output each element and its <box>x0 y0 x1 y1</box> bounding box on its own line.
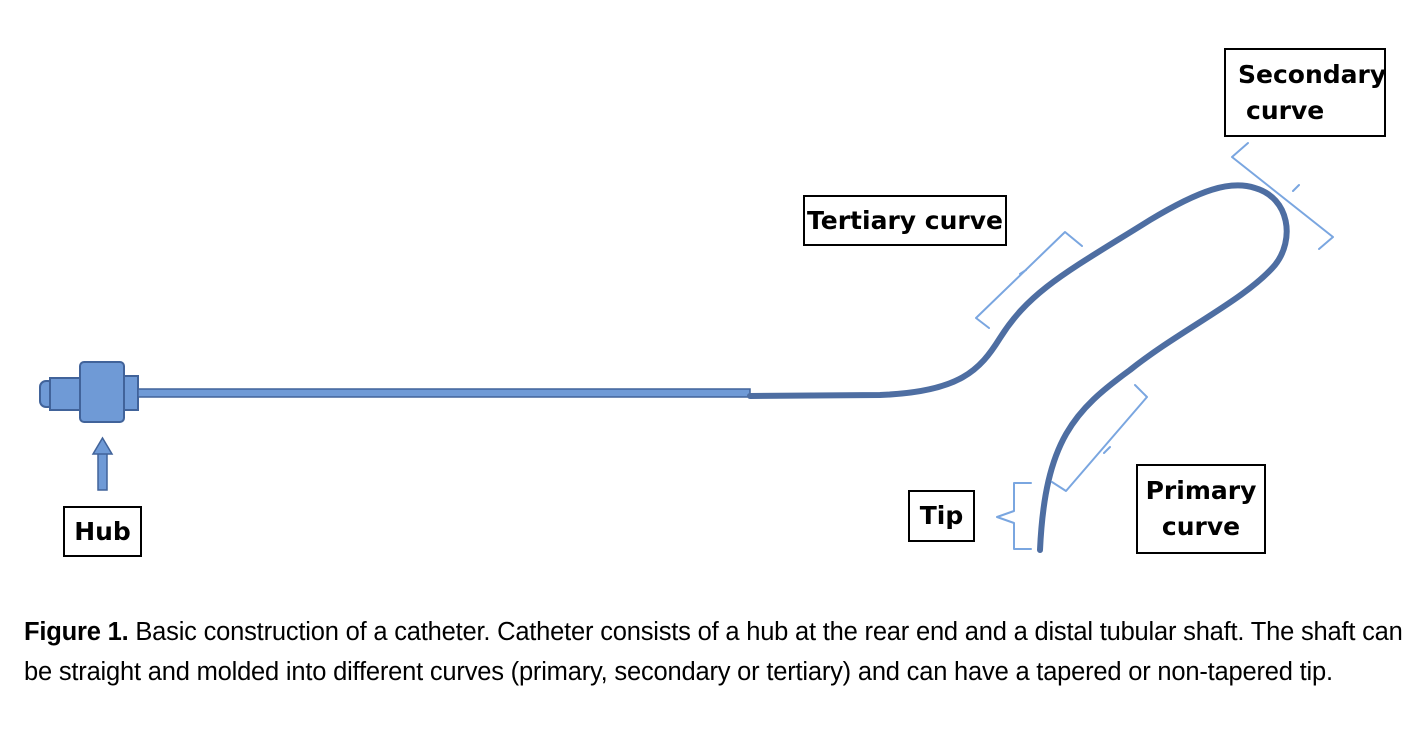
hub-arrow <box>91 436 114 491</box>
figure-caption-text: Basic construction of a catheter. Cathet… <box>24 618 1403 686</box>
secondary-curve-label-line2: curve <box>1246 95 1325 125</box>
secondary-curve-label-line1: Secondary <box>1238 59 1387 89</box>
secondary-bracket <box>1231 142 1334 250</box>
primary-curve-label-line2: curve <box>1161 512 1241 541</box>
secondary-curve-label: Secondary curve <box>1224 48 1386 137</box>
primary-curve-label-line1: Primary <box>1145 476 1257 505</box>
tip-label-text: Tip <box>919 501 964 530</box>
tip-bracket <box>996 482 1032 550</box>
catheter-straight-shaft <box>137 388 751 398</box>
hub-label: Hub <box>63 506 142 557</box>
tertiary-curve-label: Tertiary curve <box>803 195 1007 246</box>
tip-label: Tip <box>908 490 975 542</box>
tertiary-curve-label-text: Tertiary curve <box>807 205 1003 235</box>
catheter-curved-shaft <box>747 182 1290 553</box>
catheter-hub <box>39 361 139 423</box>
primary-curve-label: Primary curve <box>1136 464 1266 554</box>
figure-caption: Figure 1. Basic construction of a cathet… <box>24 612 1414 692</box>
hub-label-text: Hub <box>74 516 131 546</box>
figure-label: Figure 1. <box>24 618 129 646</box>
tertiary-bracket <box>975 231 1083 329</box>
primary-bracket <box>1051 384 1148 492</box>
